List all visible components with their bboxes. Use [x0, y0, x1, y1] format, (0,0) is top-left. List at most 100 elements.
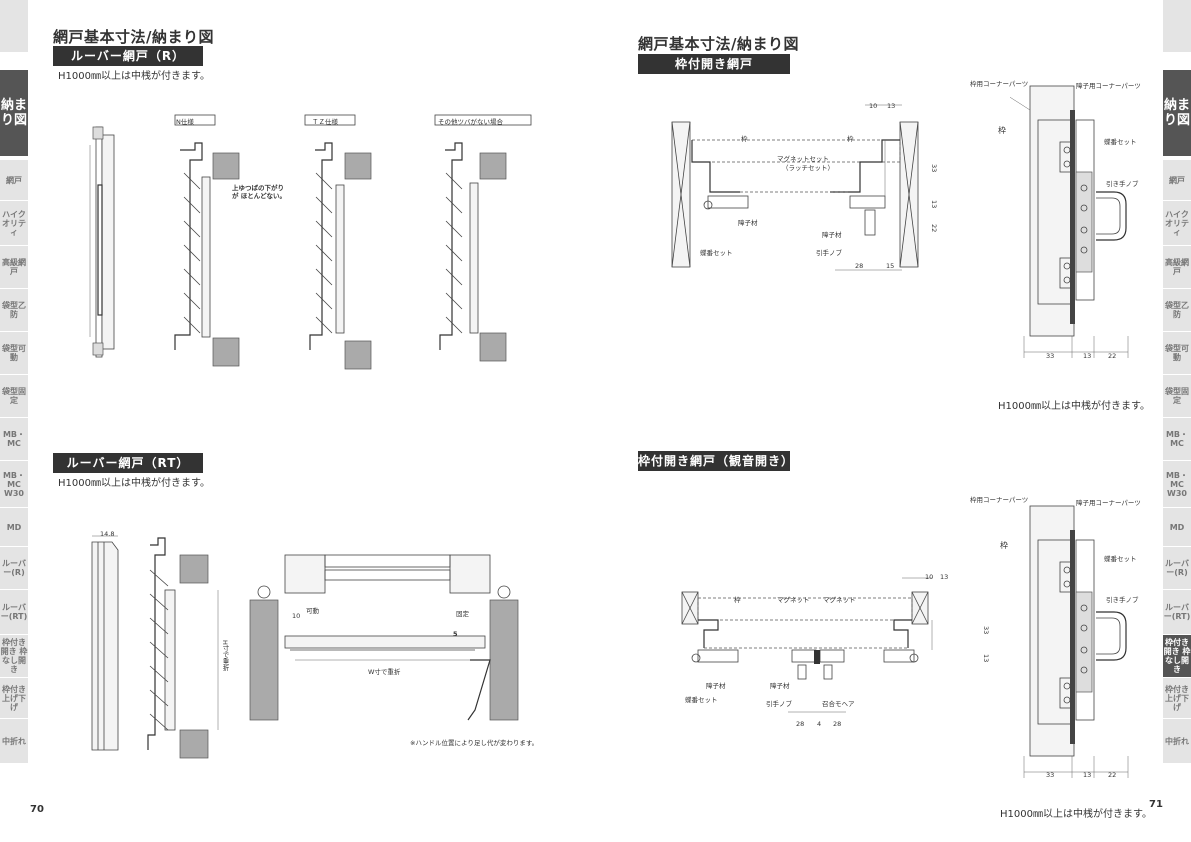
side-tab-13[interactable]: 枠付き上げ下げ: [0, 678, 28, 719]
side-tab-label: 網戸: [1169, 175, 1185, 185]
side-tab-label: ルーバー(RT): [0, 603, 28, 621]
side-tab-label: ルーバー(R): [2, 559, 26, 577]
dim-33: 33: [982, 626, 990, 635]
dim-22: 22: [930, 224, 938, 233]
frame-corner-label: 枠用コーナーパーツ: [970, 496, 1029, 504]
side-tab-4[interactable]: 袋型乙防: [1163, 289, 1191, 332]
side-tab-label: 袋型乙防: [2, 301, 26, 319]
side-tab-11[interactable]: ルーバー(RT): [1163, 590, 1191, 635]
side-tab-blank: [0, 0, 28, 53]
side-tab-blank: [1163, 0, 1191, 53]
side-tab-10[interactable]: ルーバー(R): [1163, 547, 1191, 590]
side-tab-label: MD: [6, 522, 22, 532]
callout-note: 上ゆつばの下がりが ほとんどない。: [232, 184, 286, 200]
side-tab-8[interactable]: MB・MC W30: [0, 461, 28, 508]
side-tab-label: 枠付き上げ下げ: [2, 684, 26, 712]
side-tab-label: ルーバー(RT): [1163, 603, 1191, 621]
side-tab-5[interactable]: 袋型可動: [0, 332, 28, 375]
framed-door-plan-drawing: [671, 104, 919, 271]
side-tab-2[interactable]: ハイクオリティ: [0, 201, 28, 246]
side-tab-label: MB・MC W30: [1165, 470, 1189, 498]
hinge-set-label: 蝶番セット: [700, 249, 733, 257]
side-tab-label: 枠付き開き 枠なし開き: [0, 638, 28, 674]
side-tab-5[interactable]: 袋型可動: [1163, 332, 1191, 375]
side-tab-9[interactable]: MD: [1163, 508, 1191, 547]
side-tab-label: 中折れ: [1165, 736, 1189, 746]
frame-corner-label: 枠用コーナーパーツ: [970, 80, 1029, 88]
dim-28a: 28: [796, 720, 805, 728]
side-tab-14[interactable]: 中折れ: [0, 719, 28, 764]
sash-label-right: 障子材: [770, 682, 790, 690]
side-tab-label: 袋型可動: [2, 344, 26, 362]
section-r-note: H1000㎜以上は中桟が付きます。: [58, 71, 210, 82]
side-tab-label: 高級網戸: [2, 258, 26, 276]
side-tab-1[interactable]: 網戸: [0, 160, 28, 201]
dim-5: 5: [453, 630, 458, 638]
dim-13v: 13: [982, 654, 990, 663]
hinge-set-label: 蝶番セット: [1104, 138, 1137, 146]
side-tab-13[interactable]: 枠付き上げ下げ: [1163, 678, 1191, 719]
side-tab-6[interactable]: 袋型固定: [1163, 375, 1191, 418]
dim-33: 33: [930, 164, 938, 173]
side-tab-label: 納まり図: [0, 98, 27, 128]
side-tab-0[interactable]: 納まり図: [0, 70, 28, 157]
sash-corner-label: 障子用コーナーパーツ: [1076, 82, 1141, 90]
dim-22: 22: [1108, 352, 1117, 360]
side-tab-7[interactable]: MB・MC: [0, 418, 28, 461]
variant-n-label: N仕様: [176, 118, 194, 126]
side-tab-7[interactable]: MB・MC: [1163, 418, 1191, 461]
sash-label-left: 障子材: [706, 682, 726, 690]
left-page-title: 網戸基本寸法/納まり図: [53, 28, 214, 46]
pull-knob-label: 引手ノブ: [816, 249, 842, 257]
dim-13: 13: [1083, 771, 1092, 779]
side-tab-6[interactable]: 袋型固定: [0, 375, 28, 418]
side-tab-0[interactable]: 納まり図: [1163, 70, 1191, 157]
section-b-label: 枠付開き網戸（観音開き）: [638, 451, 793, 471]
double-door-side-drawing: [1023, 505, 1129, 778]
side-tab-1[interactable]: 網戸: [1163, 160, 1191, 201]
dim-33: 33: [1046, 352, 1055, 360]
side-tab-10[interactable]: ルーバー(R): [0, 547, 28, 590]
side-tab-label: 中折れ: [2, 736, 26, 746]
framed-door-side-drawing: [1010, 85, 1129, 358]
fixed-label: 固定: [456, 610, 469, 618]
side-tab-4[interactable]: 袋型乙防: [0, 289, 28, 332]
side-tab-label: 納まり図: [1163, 98, 1190, 128]
dim-13: 13: [940, 573, 949, 581]
louver-rt-drawing: [91, 535, 519, 759]
side-tab-label: 袋型固定: [1165, 387, 1189, 405]
side-tab-9[interactable]: MD: [0, 508, 28, 547]
right-side-tabs: 納まり図 網戸 ハイクオリティ 高級網戸 袋型乙防 袋型可動 袋型固定 MB・M…: [1163, 0, 1191, 842]
h-label: H寸で重折: [221, 640, 229, 671]
latch-set-label: （ラッチセット）: [782, 164, 834, 172]
hinge-set-label: 蝶番セット: [1104, 555, 1137, 563]
dim-22: 22: [1108, 771, 1117, 779]
side-tab-14[interactable]: 中折れ: [1163, 719, 1191, 764]
side-tab-label: 高級網戸: [1165, 258, 1189, 276]
dim-14-8: 14.8: [100, 530, 115, 538]
side-tab-3[interactable]: 高級網戸: [1163, 246, 1191, 289]
side-tab-8[interactable]: MB・MC W30: [1163, 461, 1191, 508]
frame-label-2: 枠: [847, 135, 854, 143]
dim-13v: 13: [930, 200, 938, 209]
hinge-set-label: 蝶番セット: [685, 696, 718, 704]
sash-label-right: 障子材: [822, 231, 842, 239]
dim-10: 10: [292, 612, 301, 620]
frame-label: 枠: [734, 596, 741, 604]
side-tab-label: 枠付き上げ下げ: [1165, 684, 1189, 712]
section-a-label: 枠付開き網戸: [638, 54, 790, 74]
pull-knob-label: 引き手ノブ: [1106, 596, 1139, 604]
side-tab-2[interactable]: ハイクオリティ: [1163, 201, 1191, 246]
section-rt-note: H1000㎜以上は中桟が付きます。: [58, 478, 210, 489]
side-tab-12[interactable]: 枠付き開き 枠なし開き: [1163, 635, 1191, 678]
page-number-left: 70: [30, 804, 44, 815]
side-tab-11[interactable]: ルーバー(RT): [0, 590, 28, 635]
section-r-label: ルーバー網戸（R）: [53, 46, 203, 66]
dim-28: 28: [855, 262, 864, 270]
side-tab-12[interactable]: 枠付き開き 枠なし開き: [0, 635, 28, 678]
dim-13: 13: [887, 102, 896, 110]
side-tab-3[interactable]: 高級網戸: [0, 246, 28, 289]
dim-15: 15: [886, 262, 895, 270]
dim-4: 4: [817, 720, 822, 728]
pull-knob-label: 引き手ノブ: [1106, 180, 1139, 188]
